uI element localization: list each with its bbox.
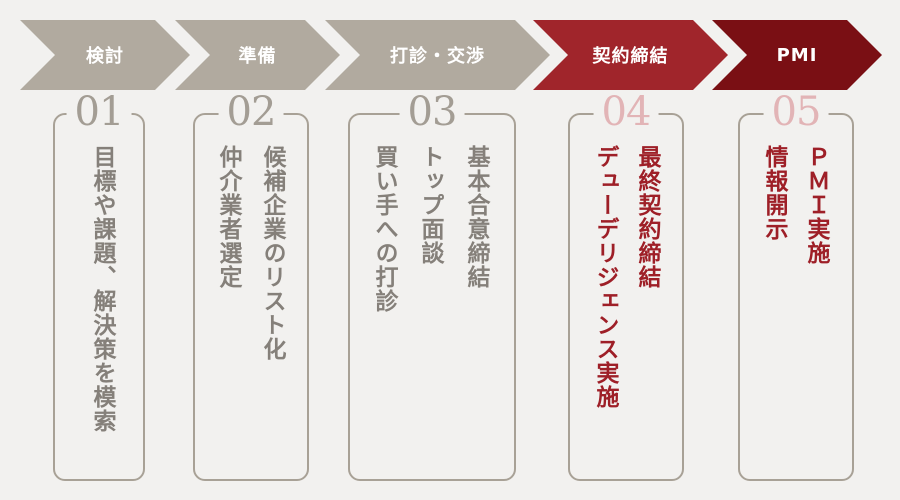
step-5-line-1: ＰＭＩ実施 [803,145,829,265]
step-card-4 [568,113,684,481]
step-4-line-1: 最終契約締結 [634,145,660,289]
step-arrow-3: 打診・交渉 [325,20,550,90]
step-arrow-label: 検討 [86,46,124,67]
step-arrow-label: 契約締結 [592,46,669,67]
step-number-5: 05 [763,90,829,134]
step-1-line-1: 目標や課題、解決策を模索 [89,145,115,433]
step-number-1: 01 [66,90,132,134]
step-number-4: 04 [593,90,659,134]
step-arrow-label: 準備 [238,46,277,67]
step-arrow-4: 契約締結 [533,20,728,90]
step-3-line-2: トップ面談 [417,145,443,265]
step-arrow-label: PMI [776,44,818,66]
step-arrow-label: 打診・交渉 [390,46,485,67]
step-4-line-2: デューデリジェンス実施 [592,145,618,409]
step-card-2 [193,113,309,481]
step-3-line-3: 買い手への打診 [371,145,397,313]
step-3-line-1: 基本合意締結 [463,145,489,289]
step-arrow-1: 検討 [20,20,190,90]
step-number-2: 02 [218,90,284,134]
step-number-3: 03 [399,90,465,134]
step-arrow-5: PMI [712,20,882,90]
step-5-line-2: 情報開示 [761,145,787,241]
step-card-5 [738,113,854,481]
step-2-line-2: 仲介業者選定 [215,145,241,289]
step-arrow-2: 準備 [175,20,340,90]
step-card-1 [53,113,145,481]
step-card-3 [348,113,516,481]
step-2-line-1: 候補企業のリスト化 [259,145,285,361]
